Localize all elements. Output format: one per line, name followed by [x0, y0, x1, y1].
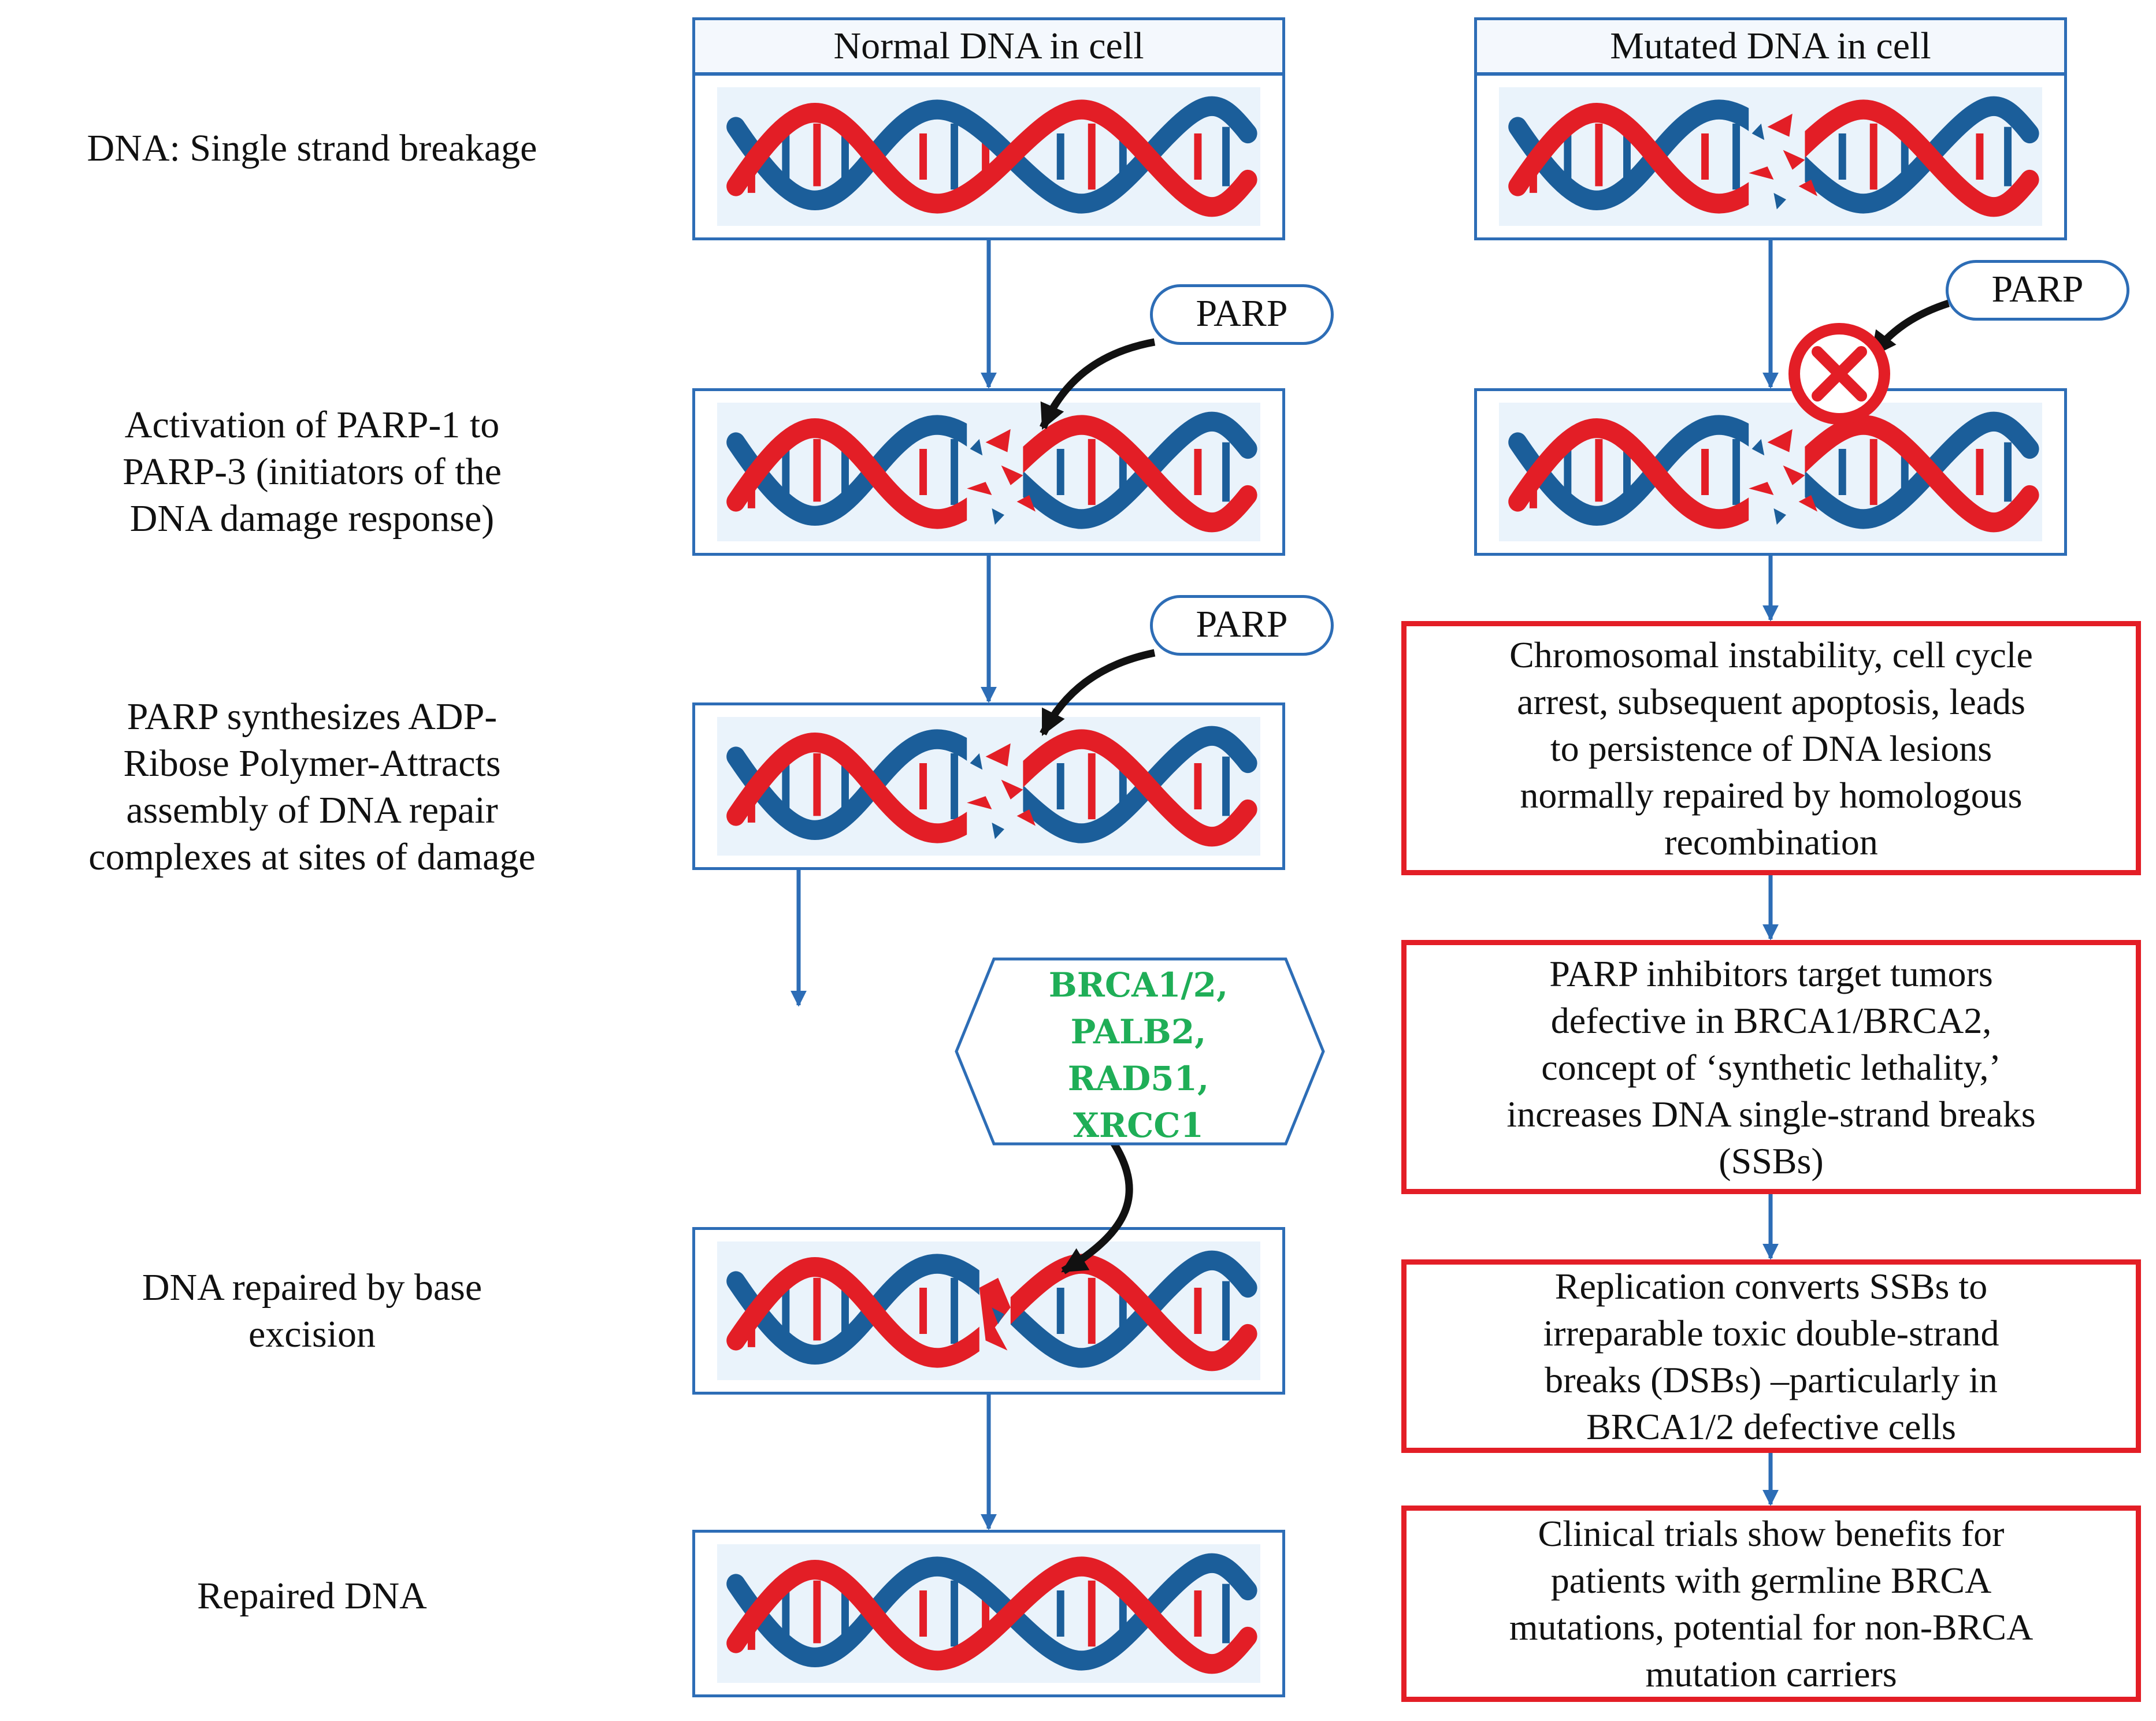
- row-label-line: Activation of PARP-1 to: [124, 404, 500, 446]
- row-label-line: excision: [248, 1313, 376, 1355]
- row-label-activation: Activation of PARP-1 to PARP-3 (initiato…: [12, 402, 613, 542]
- outcome-box-replication: Replication converts SSBs to irreparable…: [1401, 1259, 2141, 1453]
- dna-helix-icon: [717, 717, 1260, 856]
- outcome-box-instability: Chromosomal instability, cell cycle arre…: [1401, 621, 2141, 875]
- repair-protein: XRCC1: [1073, 1106, 1204, 1145]
- row-label-repaired: Repaired DNA: [197, 1575, 427, 1617]
- row-label-line: DNA damage response): [129, 497, 495, 540]
- outcome-line: recombination: [1664, 821, 1878, 863]
- outcome-line: defective in BRCA1/BRCA2,: [1550, 999, 1992, 1041]
- outcome-line: breaks (DSBs) –particularly in: [1545, 1359, 1998, 1400]
- row-label-line: PARP-3 (initiators of the: [123, 451, 502, 493]
- outcome-line: Clinical trials show benefits for: [1538, 1513, 2005, 1554]
- row-label-repair: DNA repaired by base excision: [0, 1264, 624, 1358]
- header-mutated-dna: Mutated DNA in cell: [1474, 17, 2067, 75]
- outcome-box-parp-inhibitors: PARP inhibitors target tumors defective …: [1401, 940, 2141, 1194]
- row-label-single-strand: DNA: Single strand breakage: [87, 127, 537, 169]
- row-label-line: DNA repaired by base: [142, 1266, 483, 1309]
- outcome-line: normally repaired by homologous: [1520, 774, 2023, 816]
- header-normal-dna: Normal DNA in cell: [692, 17, 1285, 75]
- outcome-line: patients with germline BRCA: [1550, 1560, 1992, 1601]
- outcome-line: to persistence of DNA lesions: [1550, 727, 1992, 769]
- outcome-box-clinical-trials: Clinical trials show benefits for patien…: [1401, 1506, 2141, 1702]
- outcome-line: Chromosomal instability, cell cycle: [1509, 634, 2033, 675]
- outcome-line: BRCA1/2 defective cells: [1586, 1406, 1956, 1447]
- row-label-line: Ribose Polymer-Attracts: [123, 742, 501, 785]
- outcome-line: Replication converts SSBs to: [1554, 1265, 1988, 1307]
- dna-box-normal-repairing: [692, 1227, 1285, 1395]
- repair-protein: BRCA1/2,: [1048, 965, 1229, 1005]
- outcome-line: (SSBs): [1719, 1140, 1824, 1181]
- dna-box-normal-intact: [692, 73, 1285, 240]
- outcome-line: concept of ‘synthetic lethality,’: [1541, 1046, 2001, 1088]
- outcome-line: increases DNA single-strand breaks: [1506, 1093, 2036, 1135]
- dna-helix-icon: [717, 403, 1260, 541]
- repair-protein-list: BRCA1/2, PALB2, RAD51, XRCC1: [994, 962, 1283, 1149]
- outcome-line: irreparable toxic double-strand: [1543, 1312, 1999, 1354]
- dna-box-normal-synthesis: [692, 702, 1285, 870]
- dna-helix-icon: [1499, 403, 2042, 541]
- dna-box-normal-activation: [692, 388, 1285, 556]
- row-label-line: PARP synthesizes ADP-: [127, 696, 498, 738]
- dna-helix-icon: [717, 1544, 1260, 1683]
- dna-box-mutated-break: [1474, 73, 2067, 240]
- parp-label-activation: PARP: [1150, 284, 1334, 345]
- outcome-line: arrest, subsequent apoptosis, leads: [1517, 681, 2025, 722]
- outcome-line: PARP inhibitors target tumors: [1549, 953, 1993, 994]
- dna-box-mutated-blocked: [1474, 388, 2067, 556]
- row-label-line: assembly of DNA repair: [126, 789, 498, 831]
- parp-label-mutated: PARP: [1946, 260, 2129, 321]
- dna-helix-icon: [1499, 87, 2042, 226]
- outcome-line: mutations, potential for non-BRCA: [1509, 1607, 2033, 1648]
- outcome-line: mutation carriers: [1645, 1653, 1897, 1694]
- repair-protein: PALB2,: [1070, 1012, 1207, 1051]
- parp-label-synthesis: PARP: [1150, 595, 1334, 656]
- dna-helix-icon: [717, 1242, 1260, 1380]
- repair-protein: RAD51,: [1067, 1059, 1209, 1098]
- row-label-line: complexes at sites of damage: [88, 836, 536, 878]
- dna-box-normal-repaired: [692, 1530, 1285, 1697]
- row-label-synthesis: PARP synthesizes ADP- Ribose Polymer-Att…: [12, 693, 613, 880]
- dna-helix-icon: [717, 87, 1260, 226]
